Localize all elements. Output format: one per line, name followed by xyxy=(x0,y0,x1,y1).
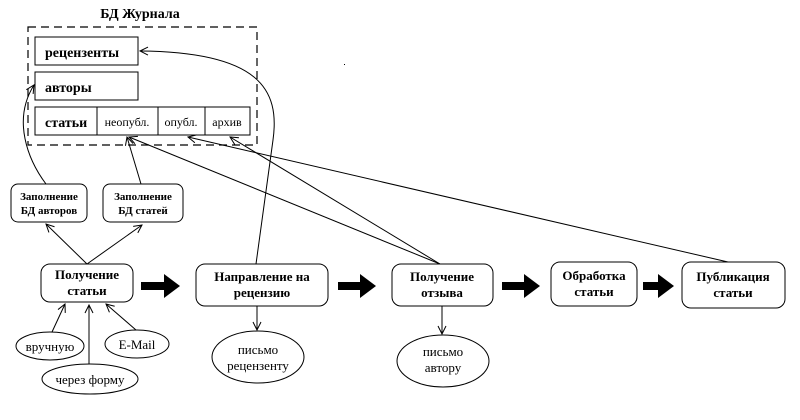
svg-text:Обработка: Обработка xyxy=(562,268,626,283)
letter-to-reviewer[interactable]: письмо рецензенту xyxy=(211,330,305,384)
table-reviewers[interactable]: рецензенты xyxy=(34,36,139,66)
table-authors[interactable]: авторы xyxy=(34,71,139,101)
svg-text:Заполнение: Заполнение xyxy=(20,191,78,203)
svg-text:письмо: письмо xyxy=(423,344,463,359)
db-container xyxy=(27,26,258,146)
process-article-processing[interactable]: Обработка статьи xyxy=(550,261,638,307)
svg-text:статьи: статьи xyxy=(574,284,614,299)
connector-receive-to-fill-authors xyxy=(46,224,88,265)
input-form[interactable]: через форму xyxy=(41,363,139,395)
section-published: опубл. xyxy=(164,115,197,129)
svg-text:статьи: статьи xyxy=(67,283,107,298)
connector-receive-review-to-archive xyxy=(230,137,441,265)
connector-fill-authors-to-authors xyxy=(22,85,47,185)
svg-text:Получение: Получение xyxy=(55,267,119,282)
flow-arrow-4 xyxy=(643,274,674,298)
process-receive-article[interactable]: Получение статьи xyxy=(40,263,134,303)
input-email[interactable]: E-Mail xyxy=(104,329,170,359)
section-unpublished: неопубл. xyxy=(105,115,150,129)
fill-articles-db-box[interactable]: Заполнение БД статей xyxy=(102,183,184,223)
connector-email-to-receive xyxy=(106,304,137,331)
table-articles-label: статьи xyxy=(45,116,87,131)
svg-text:статьи: статьи xyxy=(713,285,753,300)
process-send-review[interactable]: Направление на рецензию xyxy=(195,263,329,307)
section-archive: архив xyxy=(212,115,242,129)
fill-authors-db-box[interactable]: Заполнение БД авторов xyxy=(10,183,88,223)
svg-text:рецензенту: рецензенту xyxy=(227,358,289,373)
svg-text:автору: автору xyxy=(425,360,462,375)
connector-manual-to-receive xyxy=(51,304,65,333)
table-reviewers-label: рецензенты xyxy=(45,46,119,61)
connector-send-review-to-reviewers xyxy=(140,51,275,265)
svg-text:через форму: через форму xyxy=(55,372,125,387)
svg-text:рецензию: рецензию xyxy=(234,285,290,300)
svg-text:Получение: Получение xyxy=(410,269,474,284)
svg-text:Публикация: Публикация xyxy=(696,269,769,284)
table-articles[interactable]: статьи неопубл. опубл. архив xyxy=(34,106,251,136)
stray-dot xyxy=(344,64,345,65)
flow-arrow-3 xyxy=(502,274,540,298)
svg-text:вручную: вручную xyxy=(26,339,75,354)
svg-text:письмо: письмо xyxy=(238,342,278,357)
flow-arrow-1 xyxy=(141,274,180,298)
process-receive-review[interactable]: Получение отзыва xyxy=(391,263,494,307)
svg-text:E-Mail: E-Mail xyxy=(119,337,156,352)
svg-text:БД авторов: БД авторов xyxy=(21,205,77,217)
flow-arrow-2 xyxy=(338,274,376,298)
svg-text:Заполнение: Заполнение xyxy=(114,191,172,203)
process-publish-article[interactable]: Публикация статьи xyxy=(681,261,786,309)
svg-text:отзыва: отзыва xyxy=(421,285,463,300)
letter-to-author[interactable]: письмо автору xyxy=(396,334,490,388)
table-authors-label: авторы xyxy=(45,81,92,96)
connector-fill-articles-to-unpublished xyxy=(127,137,142,185)
input-manual[interactable]: вручную xyxy=(15,331,85,361)
connector-receive-review-to-unpublished xyxy=(129,137,441,265)
connector-receive-to-fill-articles xyxy=(86,225,142,265)
svg-text:БД статей: БД статей xyxy=(118,205,168,217)
db-title: БД Журнала xyxy=(100,7,179,22)
svg-text:Направление на: Направление на xyxy=(214,269,310,284)
connector-publish-to-published xyxy=(188,137,729,263)
